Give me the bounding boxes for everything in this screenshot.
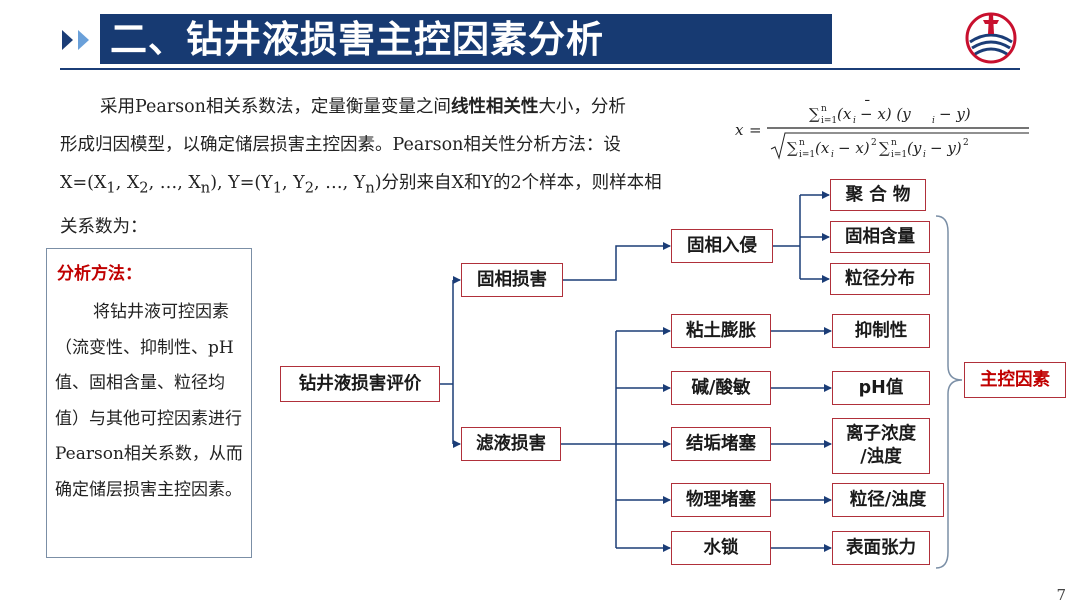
node-inhibition: 抑制性 bbox=[832, 314, 930, 348]
svg-text:2: 2 bbox=[871, 138, 877, 148]
svg-text:n: n bbox=[799, 138, 805, 148]
svg-text:i: i bbox=[923, 150, 926, 160]
intro-line1-bold: 线性相关性 bbox=[450, 97, 539, 117]
intro-paragraph: 采用Pearson相关系数法，定量衡量变量之间线性相关性大小，分析 形成归因模型… bbox=[60, 88, 720, 246]
node-root: 钻井液损害评价 bbox=[280, 366, 440, 402]
x-sample-prefix: X=(X bbox=[60, 173, 107, 193]
node-solid-invasion: 固相入侵 bbox=[671, 229, 773, 263]
method-heading: 分析方法： bbox=[57, 264, 142, 284]
svg-text:i: i bbox=[831, 150, 834, 160]
intro-line3: X=(X1, X2, …, Xn), Y=(Y1, Y2, …, Yn)分别来自… bbox=[60, 173, 662, 197]
svg-text:− x): − x) bbox=[838, 139, 870, 157]
node-clay-swelling: 粘土膨胀 bbox=[671, 314, 771, 348]
svg-text:i=1: i=1 bbox=[799, 150, 815, 160]
svg-text:∑: ∑ bbox=[879, 139, 890, 157]
svg-text:∑: ∑ bbox=[787, 139, 798, 157]
svg-text:(y: (y bbox=[907, 139, 922, 157]
pearson-formula: x = ∑ n i=1 (x i − x) (y i − y) ̄ ∑ n i=… bbox=[735, 100, 1029, 160]
node-filtrate-damage: 滤液损害 bbox=[461, 427, 561, 461]
node-polymer: 聚 合 物 bbox=[830, 179, 926, 211]
svg-text:i: i bbox=[932, 116, 935, 126]
node-solid-damage: 固相损害 bbox=[461, 263, 563, 297]
chevron-light-icon bbox=[78, 30, 89, 50]
chevron-dark-icon bbox=[62, 30, 73, 50]
slide-title: 二、钻井液损害主控因素分析 bbox=[110, 18, 604, 61]
intro-line1-a: 采用Pearson相关系数法，定量衡量变量之间 bbox=[100, 97, 451, 117]
svg-text:(x: (x bbox=[837, 105, 852, 123]
method-text: 将钻井液可控因素（流变性、抑制性、pH值、固相含量、粒径均值）与其他可控因素进行… bbox=[55, 302, 243, 500]
method-text-block: 将钻井液可控因素（流变性、抑制性、pH值、固相含量、粒径均值）与其他可控因素进行… bbox=[55, 295, 247, 508]
title-bar bbox=[100, 14, 832, 64]
intro-line2: 形成归因模型，以确定储层损害主控因素。Pearson相关性分析方法：设 bbox=[60, 135, 621, 155]
node-size-distribution: 粒径分布 bbox=[830, 263, 930, 295]
node-physical-plugging: 物理堵塞 bbox=[671, 483, 771, 517]
svg-text:(x: (x bbox=[815, 139, 830, 157]
svg-text:2: 2 bbox=[963, 138, 969, 148]
svg-text:i=1: i=1 bbox=[891, 150, 907, 160]
svg-text:n: n bbox=[891, 138, 897, 148]
node-water-lock: 水锁 bbox=[671, 531, 771, 565]
node-ion-line2: /浊度 bbox=[860, 447, 902, 467]
svg-text:− y): − y) bbox=[939, 105, 971, 123]
page-number: 7 bbox=[1056, 586, 1066, 604]
svg-text:i: i bbox=[853, 116, 856, 126]
node-alkali-acid: 碱/酸敏 bbox=[671, 371, 771, 405]
node-size-turbidity: 粒径/浊度 bbox=[832, 483, 944, 517]
svg-text:=: = bbox=[749, 121, 762, 139]
svg-text:i=1: i=1 bbox=[821, 116, 837, 126]
node-ion-turbidity: 离子浓度 /浊度 bbox=[832, 418, 930, 474]
node-solid-content: 固相含量 bbox=[830, 221, 930, 253]
grouping-brace bbox=[935, 215, 963, 569]
svg-text:∑: ∑ bbox=[809, 105, 820, 123]
svg-text:n: n bbox=[821, 104, 827, 114]
node-ion-line1: 离子浓度 bbox=[846, 424, 916, 444]
node-ph: pH值 bbox=[832, 371, 930, 405]
header-rule bbox=[60, 68, 1020, 70]
node-surface-tension: 表面张力 bbox=[832, 531, 930, 565]
node-scaling: 结垢堵塞 bbox=[671, 427, 771, 461]
svg-text:− x) (y: − x) (y bbox=[860, 105, 911, 123]
intro-line1-b: 大小，分析 bbox=[538, 97, 626, 117]
svg-text:− y): − y) bbox=[930, 139, 962, 157]
method-box: 分析方法： 将钻井液可控因素（流变性、抑制性、pH值、固相含量、粒径均值）与其他… bbox=[46, 248, 252, 558]
svg-text:x: x bbox=[735, 121, 744, 139]
intro-line3-tail: 分别来自X和Y的2个样本，则样本相 bbox=[381, 173, 662, 193]
intro-line4: 关系数为： bbox=[60, 216, 148, 237]
node-main-factor: 主控因素 bbox=[964, 362, 1066, 398]
y-sample-prefix: Y=(Y bbox=[228, 173, 273, 193]
cnooc-logo bbox=[965, 12, 1017, 64]
